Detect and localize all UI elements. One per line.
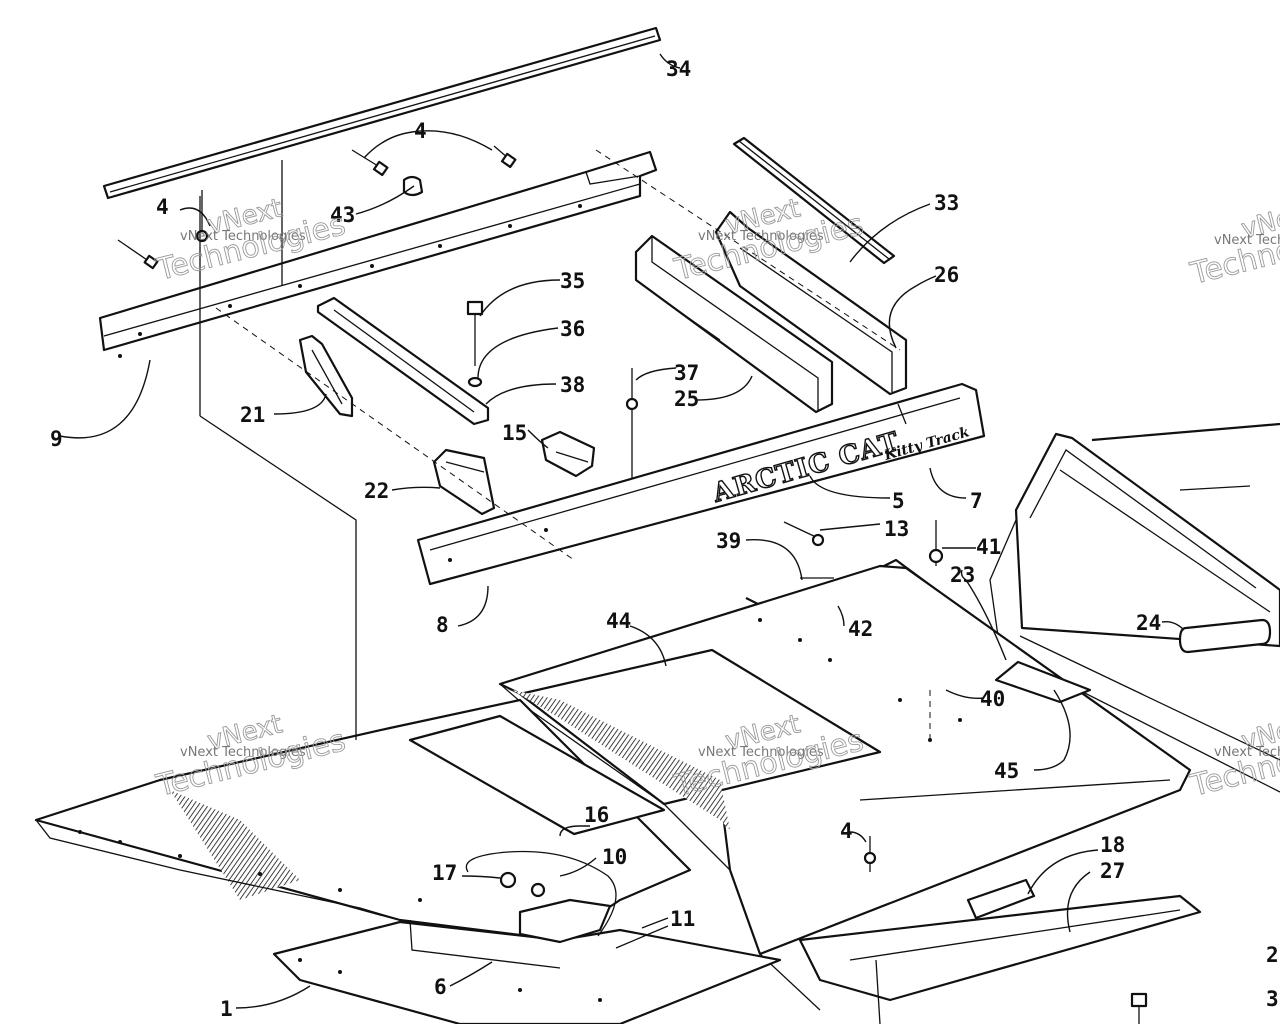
callout-4: 4 [156,195,169,219]
callout-8: 8 [436,613,449,637]
callout-34: 34 [666,57,691,81]
svg-text:vNext Technologies: vNext Technologies [698,229,824,244]
svg-text:vNext Technologies: vNext Technologies [1214,233,1280,248]
callout-10: 10 [602,845,627,869]
support-38 [316,296,490,426]
pin-37 [625,368,639,486]
callout-5: 5 [892,489,905,513]
callout-44: 44 [606,609,631,633]
trim-lower-right [798,894,1202,1024]
callout-42: 42 [848,617,873,641]
nut-17 [499,871,546,898]
callout-2-partial: 2 [1266,943,1279,967]
callout-9: 9 [50,427,63,451]
alignment-lines [199,149,931,744]
callout-39: 39 [716,529,741,553]
handle-10 [465,850,617,944]
callout-37: 37 [674,361,699,385]
callout-21: 21 [240,403,265,427]
bracket-21 [298,334,354,418]
svg-text:vNext Technologies: vNext Technologies [698,745,824,760]
callout-16: 16 [584,803,609,827]
callout-45: 45 [994,759,1019,783]
callout-11: 11 [670,907,695,931]
rail-33 [732,136,896,265]
callout-4: 4 [840,819,853,843]
callout-43: 43 [330,203,355,227]
callout-26: 26 [934,263,959,287]
reflector-18 [966,878,1036,920]
callout-13: 13 [884,517,909,541]
rear-frame [989,422,1280,793]
hinge-15 [540,430,596,478]
callout-3-partial: 3 [1266,987,1279,1011]
bolt-13 [783,521,825,547]
bolt-41 [928,520,944,566]
callout-22: 22 [364,479,389,503]
support-25 [634,234,834,414]
callout-4: 4 [414,119,427,143]
callout-7: 7 [970,489,983,513]
floor-pan-left [34,698,692,942]
bolt-bottom-right [1130,992,1148,1024]
rail-34 [102,26,662,200]
leader-lines [59,53,1185,1009]
bar-24 [1178,618,1272,654]
callout-6: 6 [434,975,447,999]
callout-38: 38 [560,373,585,397]
svg-text:vNext Technologies: vNext Technologies [180,745,306,760]
bolt-35 [466,300,484,366]
bolt-4-lower [863,836,877,872]
watermark-top-right: vNext vNext Technologies Technologies [1186,197,1280,293]
callout-labels: 34 4 4 43 33 26 35 36 38 37 25 9 21 15 2… [50,57,1279,1021]
support-26 [714,210,908,396]
callout-27: 27 [1100,859,1125,883]
callout-41: 41 [976,535,1001,559]
callout-15: 15 [502,421,527,445]
callout-1: 1 [220,997,233,1021]
svg-text:vNext Technologies: vNext Technologies [180,229,306,244]
rail-bracket-9 [98,150,658,358]
callout-33: 33 [934,191,959,215]
washer-36 [467,376,483,388]
bolt-4-mid [351,145,517,177]
callout-24: 24 [1136,611,1161,635]
callout-25: 25 [674,387,699,411]
svg-text:vNext Technologies: vNext Technologies [1214,745,1280,760]
floor-pan-front [272,919,782,1024]
panel-45 [994,660,1092,704]
callout-23: 23 [950,563,975,587]
callout-36: 36 [560,317,585,341]
callout-17: 17 [432,861,457,885]
watermark-bottom-right: vNext vNext Technologies Technologies [1186,709,1280,805]
callout-40: 40 [980,687,1005,711]
bolt-11 [615,925,669,949]
callout-35: 35 [560,269,585,293]
panel-5: ARCTIC CAT Kitty Track [416,382,986,586]
callout-18: 18 [1100,833,1125,857]
